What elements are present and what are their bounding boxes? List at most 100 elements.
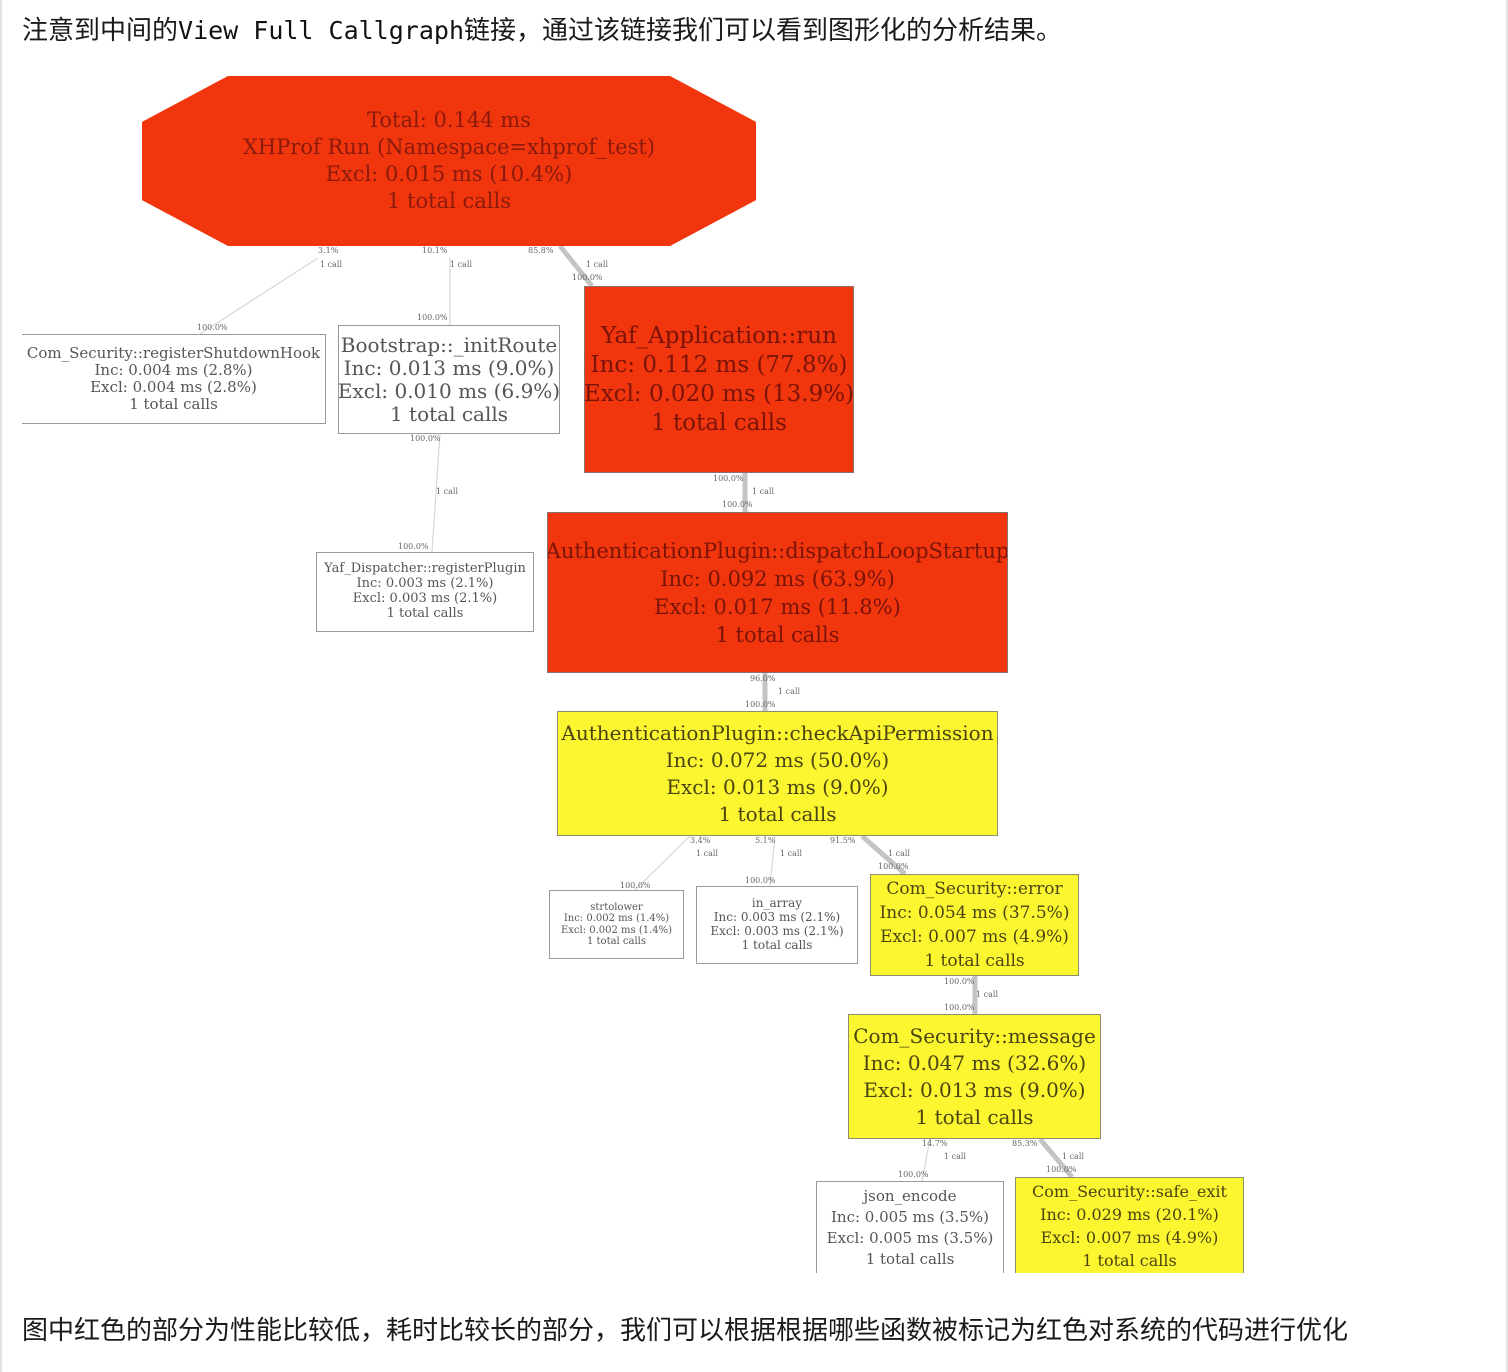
node-name: in_array <box>751 896 803 911</box>
edge-label: 3.4% <box>690 836 711 845</box>
node-name: json_encode <box>863 1186 957 1205</box>
node-excl: Excl: 0.020 ms (13.9%) <box>584 380 854 407</box>
node-calls: 1 total calls <box>924 951 1025 971</box>
node-total: Total: 0.144 ms <box>367 108 531 132</box>
node-check-api-permission: AuthenticationPlugin::checkApiPermission… <box>557 711 998 836</box>
node-name: XHProf Run (Namespace=xhprof_test) <box>242 135 656 159</box>
node-inc: Inc: 0.013 ms (9.0%) <box>343 355 555 380</box>
node-yaf-application-run: Yaf_Application::run Inc: 0.112 ms (77.8… <box>584 286 854 473</box>
node-excl: Excl: 0.004 ms (2.8%) <box>90 378 257 396</box>
node-inc: Inc: 0.092 ms (63.9%) <box>660 566 895 591</box>
node-excl: Excl: 0.003 ms (2.1%) <box>352 591 498 606</box>
edge-label: 100.0% <box>620 881 651 890</box>
edge-label: 100.0% <box>944 1003 975 1012</box>
edge-label: 100.0% <box>572 273 603 282</box>
node-name: AuthenticationPlugin::dispatchLoopStartu… <box>547 538 1008 563</box>
node-excl: Excl: 0.005 ms (3.5%) <box>826 1228 994 1247</box>
node-calls: 1 total calls <box>865 1249 955 1268</box>
edge-root-run <box>558 244 594 288</box>
node-name: strtolower <box>590 901 643 913</box>
node-name: Yaf_Application::run <box>601 322 837 349</box>
edge-label: 1 call <box>696 849 718 858</box>
edge-label: 1 call <box>976 990 998 999</box>
edge-label: 3.1% <box>318 246 339 255</box>
conclusion-paragraph: 图中红色的部分为性能比较低，耗时比较长的部分，我们可以根据根据哪些函数被标记为红… <box>22 1316 1349 1346</box>
edge-label: 100.0% <box>197 323 228 332</box>
page-right-border <box>1506 0 1508 1372</box>
node-calls: 1 total calls <box>741 937 813 952</box>
node-inc: Inc: 0.005 ms (3.5%) <box>830 1207 990 1226</box>
edge-route-plugin <box>431 433 441 553</box>
node-calls: 1 total calls <box>718 801 837 826</box>
node-register-plugin: Yaf_Dispatcher::registerPlugin Inc: 0.00… <box>316 552 534 632</box>
edge-label: 1 call <box>780 849 802 858</box>
node-root-xhprof-run: Total: 0.144 ms XHProf Run (Namespace=xh… <box>142 76 756 246</box>
node-in-array: in_array Inc: 0.003 ms (2.1%) Excl: 0.00… <box>696 886 858 964</box>
node-name: AuthenticationPlugin::checkApiPermission <box>561 720 994 745</box>
edge-label: 100.0% <box>722 500 753 509</box>
node-strtolower: strtolower Inc: 0.002 ms (1.4%) Excl: 0.… <box>549 890 684 959</box>
node-name: Com_Security::error <box>886 879 1063 899</box>
node-inc: Inc: 0.047 ms (32.6%) <box>862 1050 1087 1075</box>
node-init-route: Bootstrap::_initRoute Inc: 0.013 ms (9.0… <box>338 325 560 434</box>
edge-label: 5.1% <box>755 836 776 845</box>
node-calls: 1 total calls <box>715 622 840 647</box>
edge-label: 10.1% <box>422 246 448 255</box>
node-calls: 1 total calls <box>586 936 647 947</box>
node-inc: Inc: 0.112 ms (77.8%) <box>590 351 848 378</box>
edge-label: 1 call <box>586 260 608 269</box>
node-excl: Excl: 0.007 ms (4.9%) <box>1040 1227 1219 1247</box>
node-json-encode: json_encode Inc: 0.005 ms (3.5%) Excl: 0… <box>816 1181 1004 1273</box>
node-excl: Excl: 0.007 ms (4.9%) <box>880 927 1069 947</box>
node-name: Yaf_Dispatcher::registerPlugin <box>324 561 526 577</box>
edge-check-lower <box>634 835 691 891</box>
node-inc: Inc: 0.029 ms (20.1%) <box>1040 1204 1219 1224</box>
node-name: Com_Security::registerShutdownHook <box>26 343 321 362</box>
node-register-shutdown-hook: Com_Security::registerShutdownHook Inc: … <box>22 334 326 424</box>
edge-label: 1 call <box>436 487 458 496</box>
node-calls: 1 total calls <box>386 605 464 621</box>
edge-label: 1 call <box>888 849 910 858</box>
node-inc: Inc: 0.003 ms (2.1%) <box>356 576 494 592</box>
edge-label: 100.0% <box>398 542 429 551</box>
edge-label: 85.8% <box>528 246 554 255</box>
node-excl: Excl: 0.010 ms (6.9%) <box>338 378 560 403</box>
node-inc: Inc: 0.004 ms (2.8%) <box>94 360 253 379</box>
node-calls: 1 total calls <box>387 189 511 213</box>
edge-label: 100.0% <box>713 474 744 483</box>
edge-check-error <box>860 834 907 876</box>
node-calls: 1 total calls <box>389 401 509 426</box>
intro-paragraph: 注意到中间的View Full Callgraph链接，通过该链接我们可以看到图… <box>22 12 1062 50</box>
page-left-border <box>0 0 2 1372</box>
node-security-message: Com_Security::message Inc: 0.047 ms (32.… <box>848 1014 1101 1139</box>
node-inc: Inc: 0.054 ms (37.5%) <box>879 903 1070 923</box>
edge-label: 1 call <box>320 260 342 269</box>
edge-check-inarray <box>769 835 776 887</box>
node-excl: Excl: 0.015 ms (10.4%) <box>325 162 573 186</box>
node-inc: Inc: 0.003 ms (2.1%) <box>713 910 841 925</box>
node-name: Com_Security::message <box>853 1023 1096 1048</box>
edge-label: 100.0% <box>745 700 776 709</box>
intro-suffix: 链接，通过该链接我们可以看到图形化的分析结果。 <box>464 16 1063 46</box>
node-excl: Excl: 0.013 ms (9.0%) <box>666 774 889 799</box>
node-excl: Excl: 0.003 ms (2.1%) <box>710 924 844 938</box>
node-calls: 1 total calls <box>651 409 787 436</box>
edge-label: 100.0% <box>878 862 909 871</box>
edge-label: 100.0% <box>1046 1165 1077 1174</box>
node-excl: Excl: 0.013 ms (9.0%) <box>863 1077 1086 1102</box>
edge-label: 100.0% <box>944 977 975 986</box>
node-calls: 1 total calls <box>1082 1250 1177 1270</box>
edge-label: 14.7% <box>922 1139 948 1148</box>
node-name: Bootstrap::_initRoute <box>340 332 558 357</box>
edge-label: 1 call <box>752 487 774 496</box>
edge-label: 100.0% <box>410 434 441 443</box>
edge-label: 1 call <box>450 260 472 269</box>
node-calls: 1 total calls <box>129 395 218 414</box>
edge-message-exit <box>1038 1137 1074 1179</box>
node-excl: Excl: 0.002 ms (1.4%) <box>560 924 673 936</box>
edge-label: 100.0% <box>898 1170 929 1179</box>
edge-label: 100.0% <box>745 876 776 885</box>
node-security-error: Com_Security::error Inc: 0.054 ms (37.5%… <box>870 874 1079 976</box>
